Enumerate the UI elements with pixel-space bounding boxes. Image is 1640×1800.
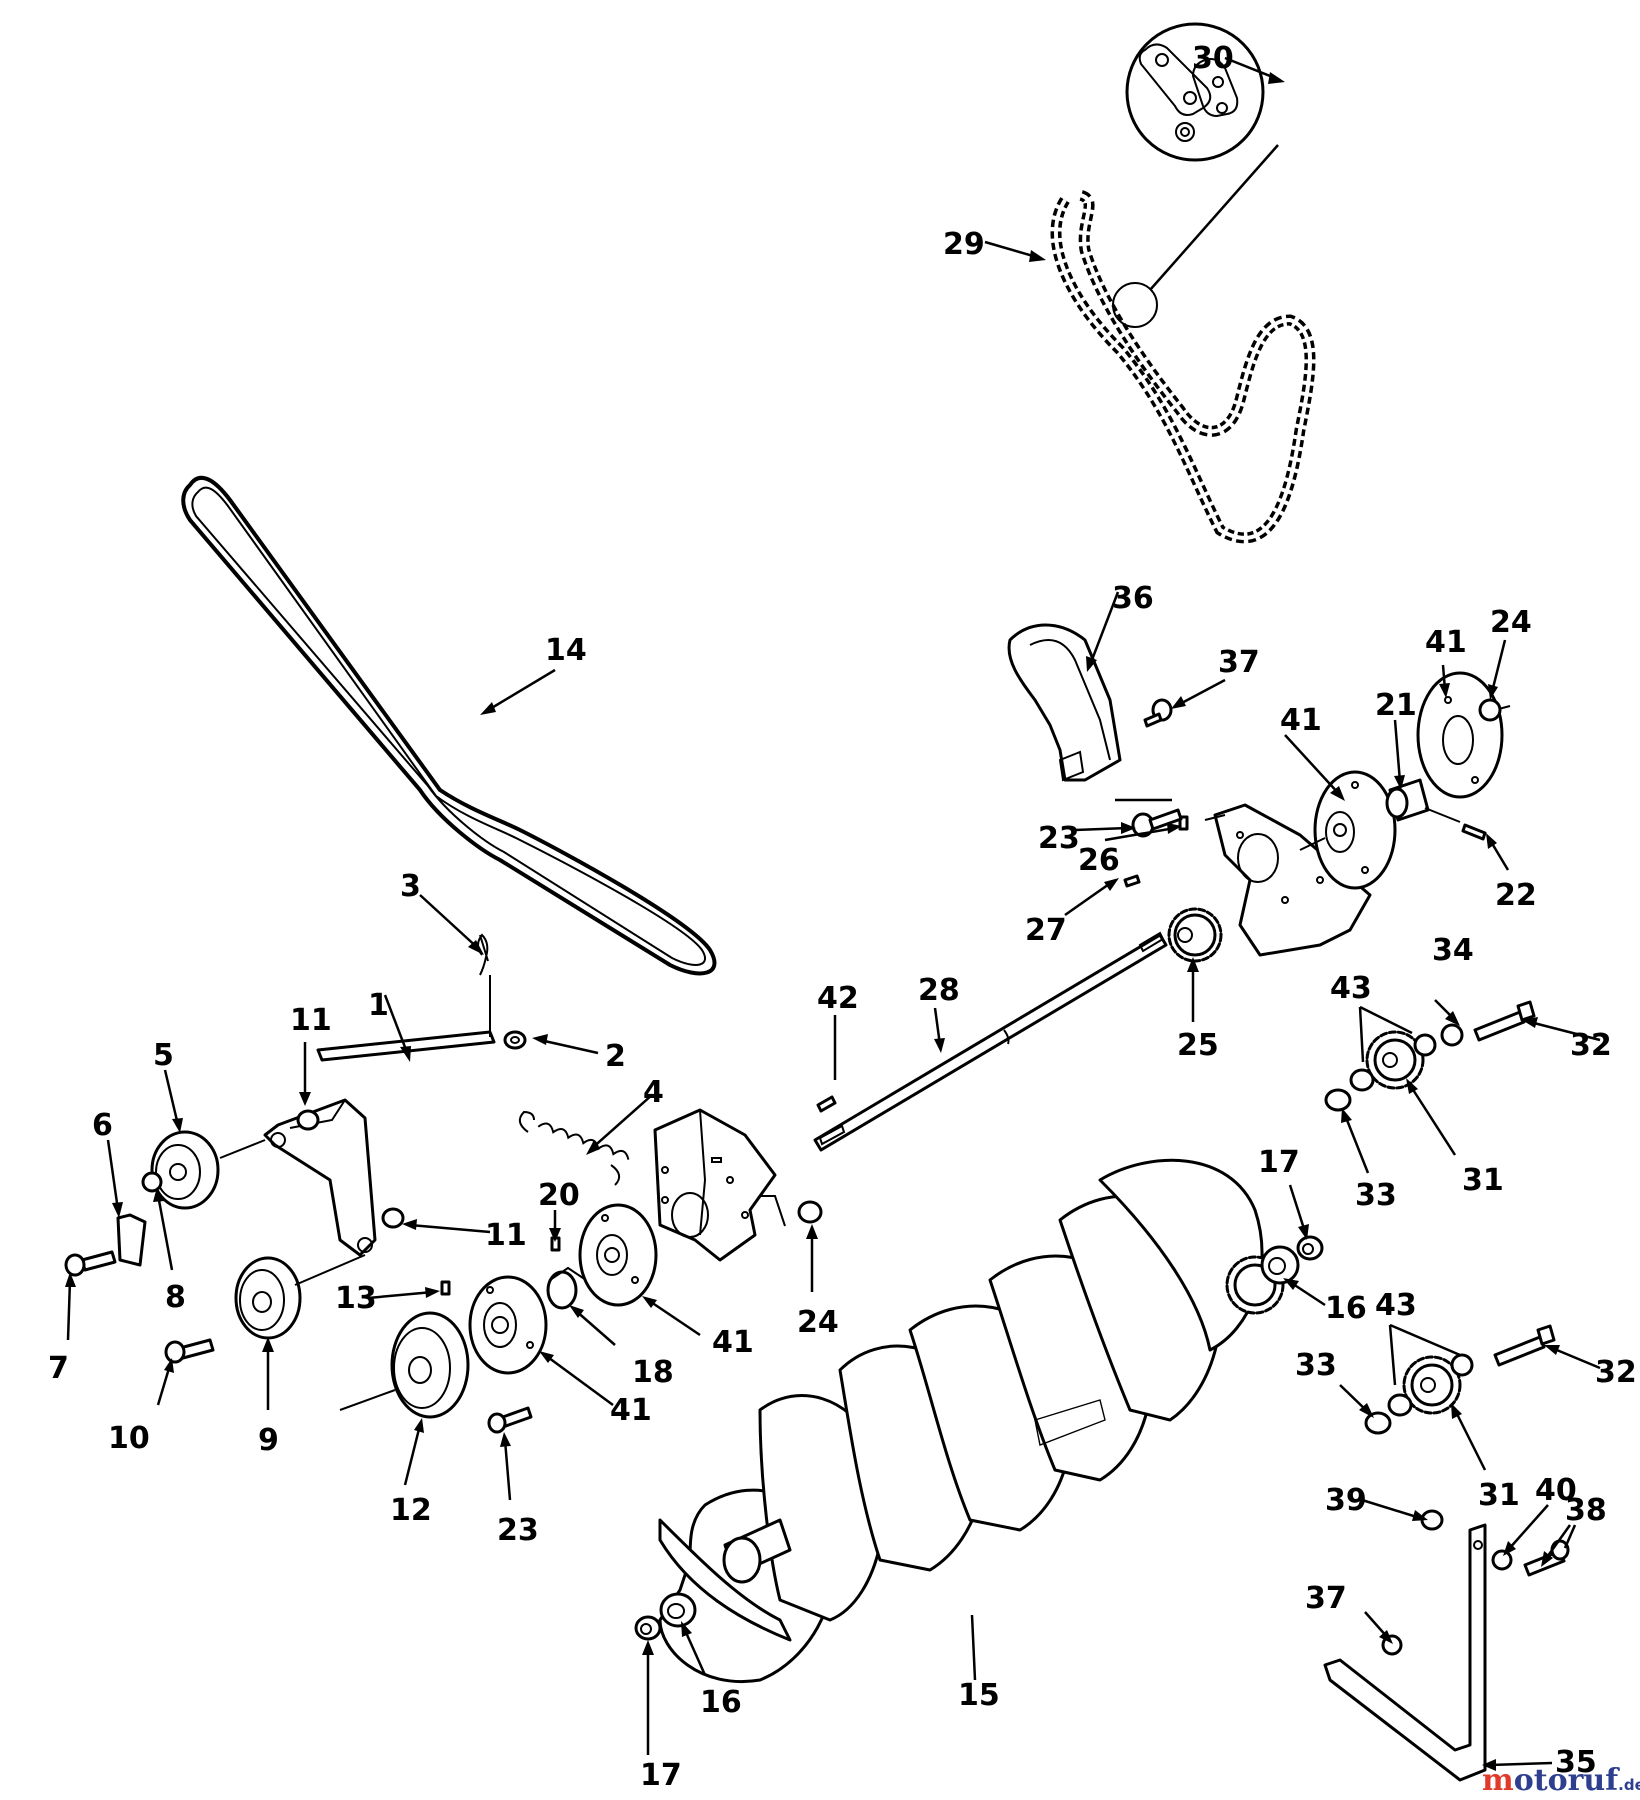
- callout-30: 30: [1192, 41, 1234, 76]
- callout-34: 34: [1432, 933, 1474, 968]
- callout-43-upper: 43: [1330, 971, 1372, 1006]
- drive-chain: [1050, 22, 1316, 544]
- sprocket-sets: [1324, 1000, 1556, 1435]
- callout-18: 18: [632, 1355, 674, 1390]
- v-belt: [181, 475, 717, 976]
- callout-33-lower: 33: [1295, 1348, 1337, 1383]
- callout-7: 7: [48, 1351, 69, 1386]
- callout-16-left: 16: [700, 1685, 742, 1720]
- callout-17-left: 17: [640, 1758, 682, 1793]
- callout-35: 35: [1555, 1745, 1597, 1780]
- callout-22: 22: [1495, 878, 1537, 913]
- callout-31-upper: 31: [1462, 1163, 1504, 1198]
- main-shaft: [813, 931, 1168, 1152]
- callout-20: 20: [538, 1178, 580, 1213]
- callout-10: 10: [108, 1421, 150, 1456]
- callout-15: 15: [958, 1678, 1000, 1713]
- chain-guard: [1007, 623, 1173, 782]
- logo-rest: otoruf: [1514, 1763, 1620, 1798]
- callout-41-middle: 41: [712, 1325, 754, 1360]
- left-mount-plate: [653, 1108, 823, 1262]
- callout-11-upper: 11: [290, 1003, 332, 1038]
- svg-text:motoruf.de: motoruf.de: [1482, 1763, 1640, 1798]
- callout-37-lower: 37: [1305, 1581, 1347, 1616]
- callout-24-lower: 24: [797, 1305, 839, 1340]
- callout-38: 38: [1565, 1493, 1607, 1528]
- callout-1: 1: [368, 988, 389, 1023]
- callout-labels: 30 29 14 3 1 2 11 4 5 6 7 8 11 10 9 13 1…: [48, 41, 1637, 1793]
- callout-43-lower: 43: [1375, 1288, 1417, 1323]
- callout-32-upper: 32: [1570, 1028, 1612, 1063]
- callout-25: 25: [1177, 1028, 1219, 1063]
- callout-9: 9: [258, 1423, 279, 1458]
- callout-23-lower: 23: [497, 1513, 539, 1548]
- callout-24-upper: 24: [1490, 605, 1532, 640]
- callout-8: 8: [165, 1280, 186, 1315]
- leader-lines: [65, 56, 1601, 1771]
- logo-initial: m: [1482, 1763, 1514, 1798]
- callout-39: 39: [1325, 1483, 1367, 1518]
- callout-11-lower: 11: [485, 1218, 527, 1253]
- callout-36: 36: [1112, 581, 1154, 616]
- callout-23-upper: 23: [1038, 821, 1080, 856]
- callout-3: 3: [400, 869, 421, 904]
- idler-assembly: [64, 933, 630, 1364]
- callout-17-right: 17: [1258, 1145, 1300, 1180]
- callout-28: 28: [918, 973, 960, 1008]
- motoruf-logo: motoruf.de: [1482, 1763, 1640, 1798]
- callout-5: 5: [153, 1038, 174, 1073]
- callout-12: 12: [390, 1493, 432, 1528]
- callout-13: 13: [335, 1281, 377, 1316]
- callout-6: 6: [92, 1108, 113, 1143]
- callout-37-upper: 37: [1218, 645, 1260, 680]
- callout-29: 29: [943, 227, 985, 262]
- callout-16-right: 16: [1325, 1291, 1367, 1326]
- logo-suffix: .de: [1618, 1776, 1640, 1794]
- scraper-bracket: [1323, 1509, 1570, 1782]
- callout-2: 2: [605, 1039, 626, 1074]
- callout-40: 40: [1535, 1473, 1577, 1508]
- callout-41-lower: 41: [610, 1393, 652, 1428]
- right-mount-assembly: [1123, 671, 1511, 963]
- callout-42: 42: [817, 981, 859, 1016]
- callout-32-lower: 32: [1595, 1355, 1637, 1390]
- callout-33-upper: 33: [1355, 1178, 1397, 1213]
- callout-27: 27: [1025, 913, 1067, 948]
- callout-14: 14: [545, 633, 587, 668]
- callout-41-right: 41: [1280, 703, 1322, 738]
- callout-41-far-right: 41: [1425, 625, 1467, 660]
- callout-26: 26: [1078, 843, 1120, 878]
- auger: [634, 1158, 1324, 1683]
- callout-4: 4: [643, 1075, 664, 1110]
- callout-31-lower: 31: [1478, 1478, 1520, 1513]
- callout-21: 21: [1375, 688, 1417, 723]
- bearing-stack: [339, 1203, 658, 1434]
